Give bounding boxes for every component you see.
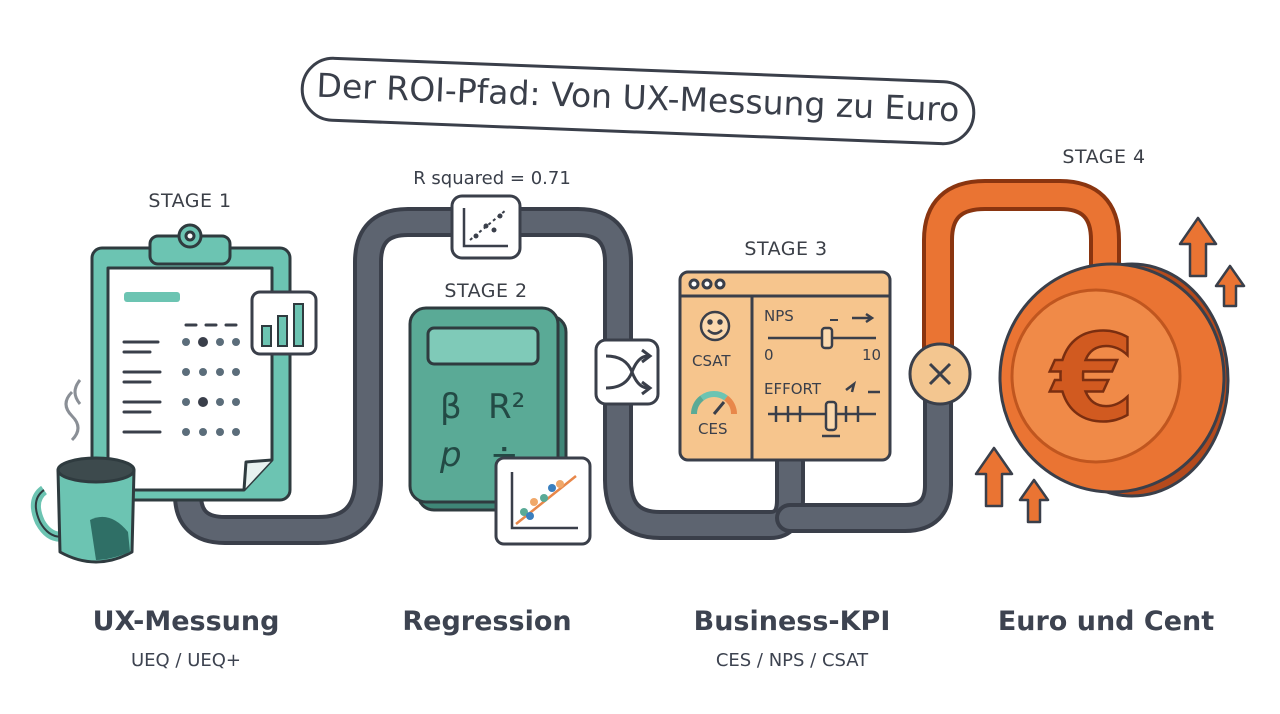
euro-coin-icon: €: [998, 262, 1230, 498]
nps-label: NPS: [764, 307, 794, 325]
coffee-mug-icon: [30, 379, 136, 564]
clipboard-icon: [90, 223, 292, 502]
effort-slider: [768, 380, 880, 438]
growth-arrows-icon: [974, 216, 1246, 524]
shuffle-icon: [594, 338, 660, 406]
stage-4-label: STAGE 4: [1062, 146, 1146, 168]
stage-1-label: STAGE 1: [148, 190, 232, 212]
pipe-network: [173, 179, 1121, 545]
gauge-icon: [691, 391, 737, 415]
survey-rows: [122, 323, 238, 434]
multiply-joint-icon: [908, 342, 972, 406]
stage-3-subtitle: CES / NPS / CSAT: [715, 650, 869, 671]
stage-1-title: UX-Messung: [92, 606, 280, 637]
nps-slider: [768, 312, 876, 350]
stage-3-label: STAGE 3: [744, 238, 828, 260]
stage-2-title: Regression: [402, 606, 572, 637]
p-symbol: p: [439, 435, 462, 475]
nps-min-label: 0: [764, 346, 774, 364]
stage-2-label: STAGE 2: [444, 280, 528, 302]
title-pill: [300, 56, 976, 146]
ces-label: CES: [698, 420, 728, 438]
r-squared-annotation: R squared = 0.71: [413, 168, 571, 189]
survey-dots: [182, 337, 240, 436]
stage-1-subtitle: UEQ / UEQ+: [130, 650, 242, 671]
nps-max-label: 10: [862, 346, 882, 364]
calculator-symbols: β R² p ÷: [439, 387, 525, 475]
stage-4-title: Euro und Cent: [997, 606, 1215, 637]
beta-symbol: β: [440, 387, 462, 427]
scatter-plot-icon: [494, 456, 592, 546]
effort-label: EFFORT: [764, 380, 822, 398]
regression-badge-icon: [450, 194, 522, 260]
r-squared-symbol: R²: [488, 387, 525, 427]
csat-label: CSAT: [692, 352, 731, 370]
stage-3-title: Business-KPI: [693, 606, 891, 637]
smiley-icon: [699, 310, 731, 342]
bar-chart-icon: [250, 290, 318, 356]
euro-symbol: €: [1049, 310, 1136, 449]
